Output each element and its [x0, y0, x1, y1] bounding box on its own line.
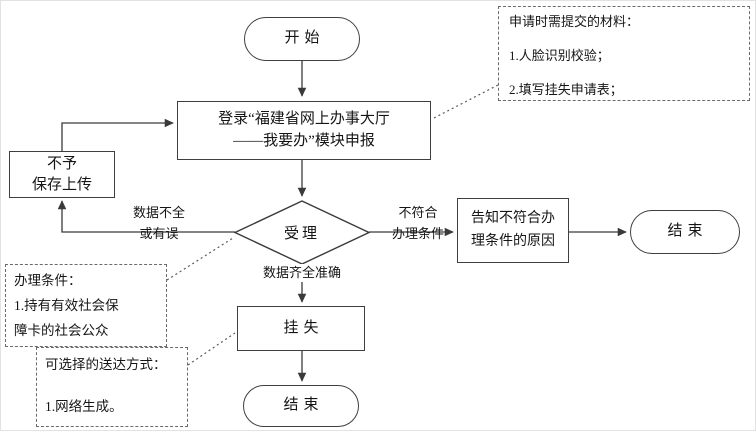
edge-label-data-complete: 数据齐全准确	[254, 264, 350, 283]
arrow-review-to-reject	[57, 200, 235, 233]
node-start-label: 开始	[284, 30, 325, 47]
connector-materials-note	[431, 84, 499, 120]
node-login: 登录“福建省网上办事大厅 ——我要办”模块申报	[177, 101, 431, 160]
connector-delivery-note	[187, 332, 236, 366]
node-review: 受理	[235, 201, 369, 264]
note-eligibility-conditions: 办理条件： 1.持有有效社会保 障卡的社会公众	[5, 264, 167, 347]
node-report-loss: 挂失	[237, 306, 365, 351]
node-inform-label: 告知不符合办 理条件的原因	[471, 211, 555, 249]
node-reject: 不予 保存上传	[9, 151, 115, 198]
node-report-loss-label: 挂失	[283, 319, 324, 336]
node-review-label: 受理	[283, 226, 320, 242]
connector-conditions-note	[166, 237, 234, 281]
node-end-right-label: 结束	[667, 223, 708, 240]
node-inform: 告知不符合办 理条件的原因	[457, 198, 569, 263]
node-start: 开始	[244, 17, 360, 61]
note-required-materials: 申请时需提交的材料： 1.人脸识别校验； 2.填写挂失申请表；	[498, 6, 750, 101]
node-end-bottom: 结束	[243, 385, 359, 427]
edge-label-data-incomplete: 数据不全 或有误	[132, 205, 185, 241]
node-end-bottom-label: 结束	[283, 397, 324, 414]
node-reject-label: 不予 保存上传	[31, 156, 92, 193]
arrow-reject-to-login	[61, 118, 174, 151]
node-end-right: 结束	[630, 210, 740, 254]
edge-label-not-eligible: 不符合 办理条件	[391, 205, 444, 241]
node-login-label: 登录“福建省网上办事大厅 ——我要办”模块申报	[218, 110, 390, 149]
note-delivery-options: 可选择的送达方式： 1.网络生成。	[36, 347, 188, 427]
